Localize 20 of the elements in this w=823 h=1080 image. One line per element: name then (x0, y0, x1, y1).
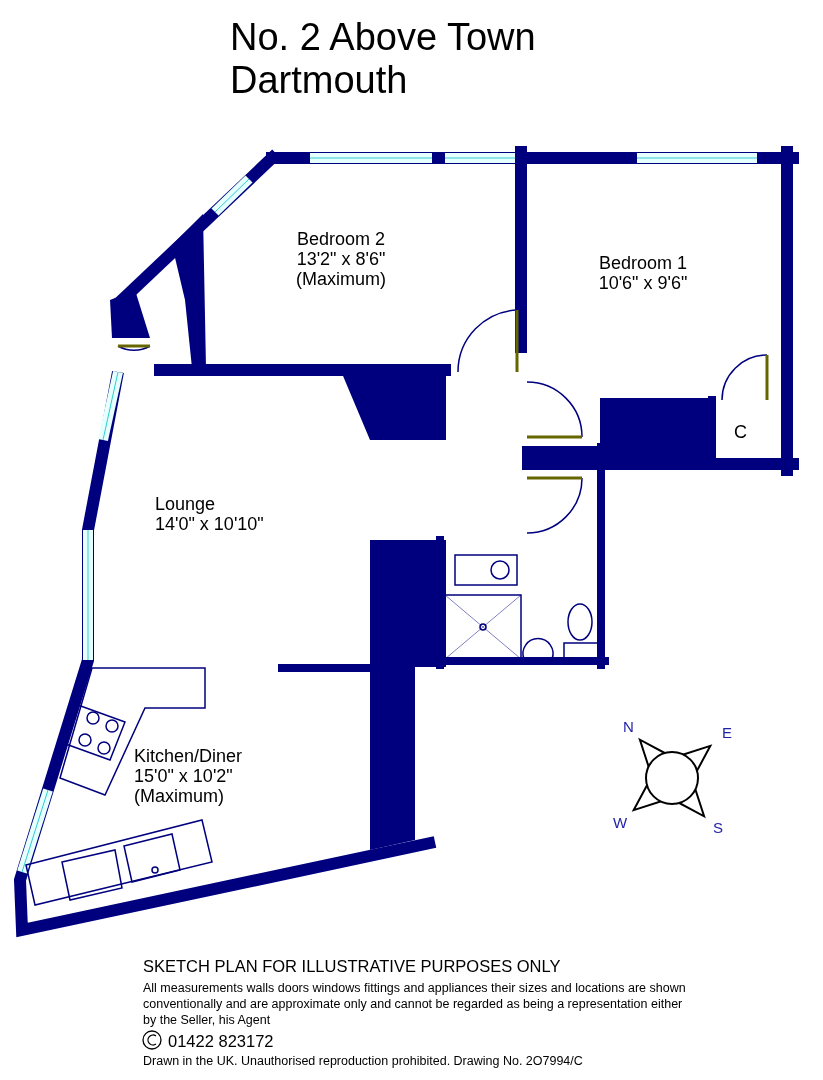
room-note: (Maximum) (134, 786, 224, 806)
room-dimensions: 15'0" x 10'2" (134, 766, 233, 786)
room-name: Bedroom 2 (296, 229, 386, 249)
room-dimensions: 13'2" x 8'6" (296, 249, 386, 269)
phone-number: 01422 823172 (168, 1032, 274, 1050)
room-name: Kitchen/Diner (134, 746, 243, 766)
compass-letter: W (613, 815, 628, 831)
compass-letter: N (623, 719, 634, 735)
room-name: Bedroom 1 (598, 253, 688, 273)
room-dimensions: 14'0" x 10'10" (155, 514, 264, 534)
compass-letter: E (722, 725, 732, 741)
disclaimer-text: All measurements walls doors windows fittings and appliances their sizes and locations are shown conventionally and are approximate only and cannot be regarded as being a representation either by the Seller, his Agent (143, 980, 687, 1028)
disclaimer-heading: SKETCH PLAN FOR ILLUSTRATIVE PURPOSES ONLY (143, 957, 561, 975)
room-note: (Maximum) (296, 269, 386, 289)
room-name: Lounge (155, 494, 216, 514)
cupboard-label: C (734, 422, 747, 442)
room-dimensions: 10'6" x 9'6" (598, 273, 688, 293)
compass-letter: S (713, 820, 723, 836)
copyright-notice: Drawn in the UK. Unauthorised reproduction prohibited. Drawing No. 2O7994/C (143, 1053, 584, 1069)
plan-title: No. 2 Above Town Dartmouth (230, 16, 537, 102)
